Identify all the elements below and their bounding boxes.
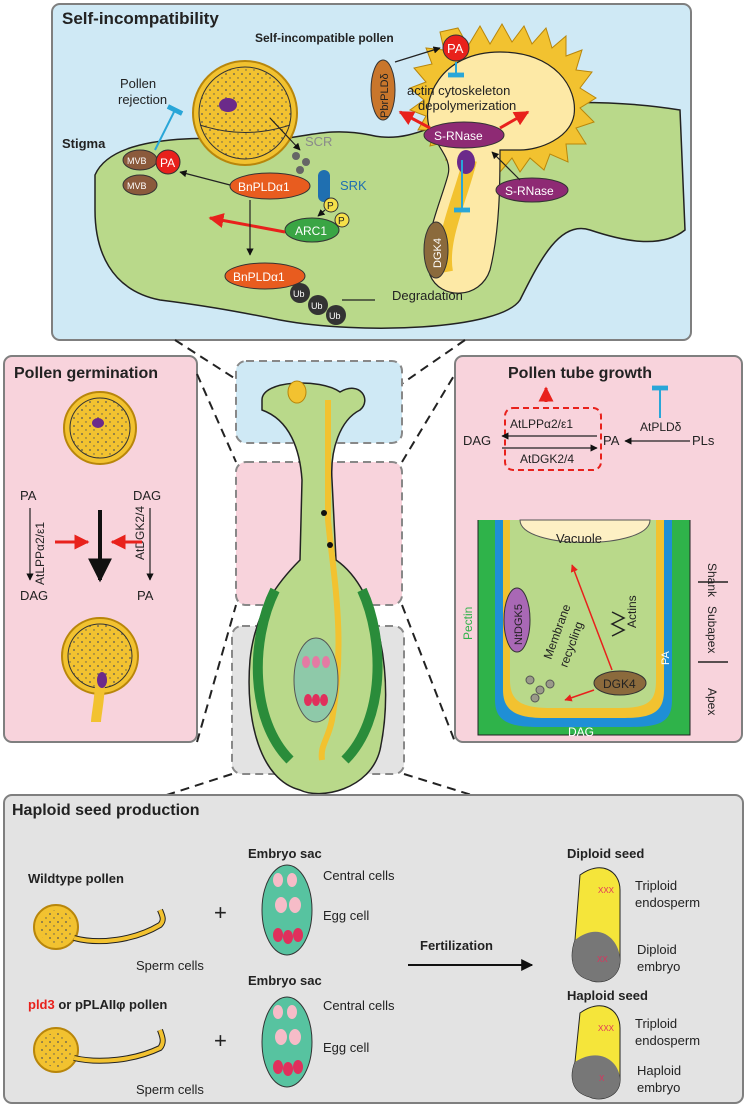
xx-1: XX bbox=[597, 955, 608, 964]
pg-atdgk: AtDGK2/4 bbox=[133, 506, 147, 560]
xxx-2: XXX bbox=[598, 1024, 615, 1033]
triploid-2: Triploid bbox=[635, 1016, 677, 1031]
actin-line1: actin cytoskeleton bbox=[407, 83, 510, 98]
sperm-cells-1: Sperm cells bbox=[136, 958, 204, 973]
embryo-1: embryo bbox=[637, 959, 680, 974]
p-label-arc1: P bbox=[338, 216, 345, 227]
srk-label: SRK bbox=[340, 178, 367, 193]
xxx-1: XXX bbox=[598, 886, 615, 895]
ptg-dag: DAG bbox=[463, 433, 491, 448]
triploid-1: Triploid bbox=[635, 878, 677, 893]
degradation-label: Degradation bbox=[392, 288, 463, 303]
embryo-2: embryo bbox=[637, 1080, 680, 1095]
plus-1: + bbox=[214, 900, 227, 925]
srnase-label-1: S-RNase bbox=[434, 129, 483, 143]
ptg-atlpp: AtLPPα2/ε1 bbox=[510, 417, 573, 431]
dgk4-si-label: DGK4 bbox=[432, 238, 444, 268]
bnplda1-label-2: BnPLDα1 bbox=[233, 270, 285, 284]
pg-pa-top: PA bbox=[20, 488, 37, 503]
embryo-sac-1: Embryo sac bbox=[248, 846, 322, 861]
si-pa-tube: PA bbox=[447, 41, 464, 56]
si-pollen-label: Self-incompatible pollen bbox=[255, 31, 394, 45]
pollen-rejection-line1: Pollen bbox=[120, 76, 156, 91]
haploid-word: Haploid bbox=[637, 1063, 681, 1078]
pa-wall-label: PA bbox=[660, 650, 672, 665]
mvb-label-1: MVB bbox=[127, 156, 147, 166]
central-cells-1: Central cells bbox=[323, 868, 395, 883]
diploid-word: Diploid bbox=[637, 942, 677, 957]
pg-atlpp: AtLPPα2/ε1 bbox=[33, 522, 47, 585]
vacuole-label: Vacuole bbox=[556, 531, 602, 546]
pg-dag-top: DAG bbox=[133, 488, 161, 503]
pg-title: Pollen germination bbox=[14, 365, 158, 382]
endosperm-1: endosperm bbox=[635, 895, 700, 910]
x-2: X bbox=[599, 1074, 605, 1083]
mutant-rest: or pPLAIIφ pollen bbox=[55, 997, 168, 1012]
shank-label: Shank bbox=[705, 563, 719, 598]
srnase-label-2: S-RNase bbox=[505, 184, 554, 198]
pollen-rejection-line2: rejection bbox=[118, 92, 167, 107]
flower-center bbox=[231, 360, 405, 795]
fertilization-label: Fertilization bbox=[420, 938, 493, 953]
mvb-label-2: MVB bbox=[127, 181, 147, 191]
pg-dag-bottom: DAG bbox=[20, 588, 48, 603]
apex-label: Apex bbox=[705, 688, 719, 715]
arc1-label: ARC1 bbox=[295, 224, 327, 238]
ptg-pa: PA bbox=[603, 433, 620, 448]
ptg-title: Pollen tube growth bbox=[508, 365, 652, 382]
bnplda1-label: BnPLDα1 bbox=[238, 180, 290, 194]
embryo-sac-2: Embryo sac bbox=[248, 973, 322, 988]
pollen-germination-panel: Pollen germination PA DAG AtLPPα2/ε1 AtD… bbox=[3, 355, 198, 743]
ptg-atdgk: AtDGK2/4 bbox=[520, 452, 574, 466]
pollen-tube-growth-panel: Pollen tube growth DAG AtLPPα2/ε1 AtDGK2… bbox=[454, 355, 743, 743]
egg-cell-2: Egg cell bbox=[323, 1040, 369, 1055]
si-pollen-grain bbox=[192, 60, 298, 166]
diploid-seed-title: Diploid seed bbox=[567, 846, 644, 861]
actins-label: Actins bbox=[625, 595, 639, 628]
ptg-atpld: AtPLDδ bbox=[640, 420, 682, 434]
ub-3: Ub bbox=[329, 311, 341, 321]
ub-2: Ub bbox=[311, 301, 323, 311]
dag-wall-label: DAG bbox=[568, 725, 594, 739]
actin-line2: depolymerization bbox=[418, 98, 516, 113]
sperm-cells-2: Sperm cells bbox=[136, 1082, 204, 1097]
srk-receptor bbox=[318, 170, 330, 202]
haploid-seed-title: Haploid seed bbox=[567, 988, 648, 1003]
haploid-seed-panel: Haploid seed production Wildtype pollen … bbox=[3, 794, 744, 1104]
plus-2: + bbox=[214, 1028, 227, 1053]
ub-1: Ub bbox=[293, 289, 305, 299]
ptg-pls: PLs bbox=[692, 433, 715, 448]
p-label-srk: P bbox=[327, 201, 334, 212]
si-title: Self-incompatibility bbox=[62, 9, 219, 28]
pectin-label: Pectin bbox=[461, 607, 475, 640]
stigma-label: Stigma bbox=[62, 136, 106, 151]
subapex-label: Subapex bbox=[705, 606, 719, 653]
hs-title: Haploid seed production bbox=[12, 802, 200, 819]
mutant-label: pld3 or pPLAIIφ pollen bbox=[28, 997, 167, 1012]
pg-pa-bottom: PA bbox=[137, 588, 154, 603]
mutant-pld3: pld3 bbox=[28, 997, 55, 1012]
ntdgk5-label: NtDGK5 bbox=[513, 604, 525, 645]
egg-cell-1: Egg cell bbox=[323, 908, 369, 923]
scr-label: SCR bbox=[305, 134, 332, 149]
central-cells-2: Central cells bbox=[323, 998, 395, 1013]
si-pa-stigma: PA bbox=[160, 156, 175, 170]
endosperm-2: endosperm bbox=[635, 1033, 700, 1048]
pbrpld-label: PbrPLDδ bbox=[379, 73, 391, 118]
ptg-dgk4: DGK4 bbox=[603, 677, 636, 691]
wildtype-label: Wildtype pollen bbox=[28, 871, 124, 886]
self-incompatibility-panel: Self-incompatibility Stigma Self-incompa… bbox=[51, 3, 692, 341]
